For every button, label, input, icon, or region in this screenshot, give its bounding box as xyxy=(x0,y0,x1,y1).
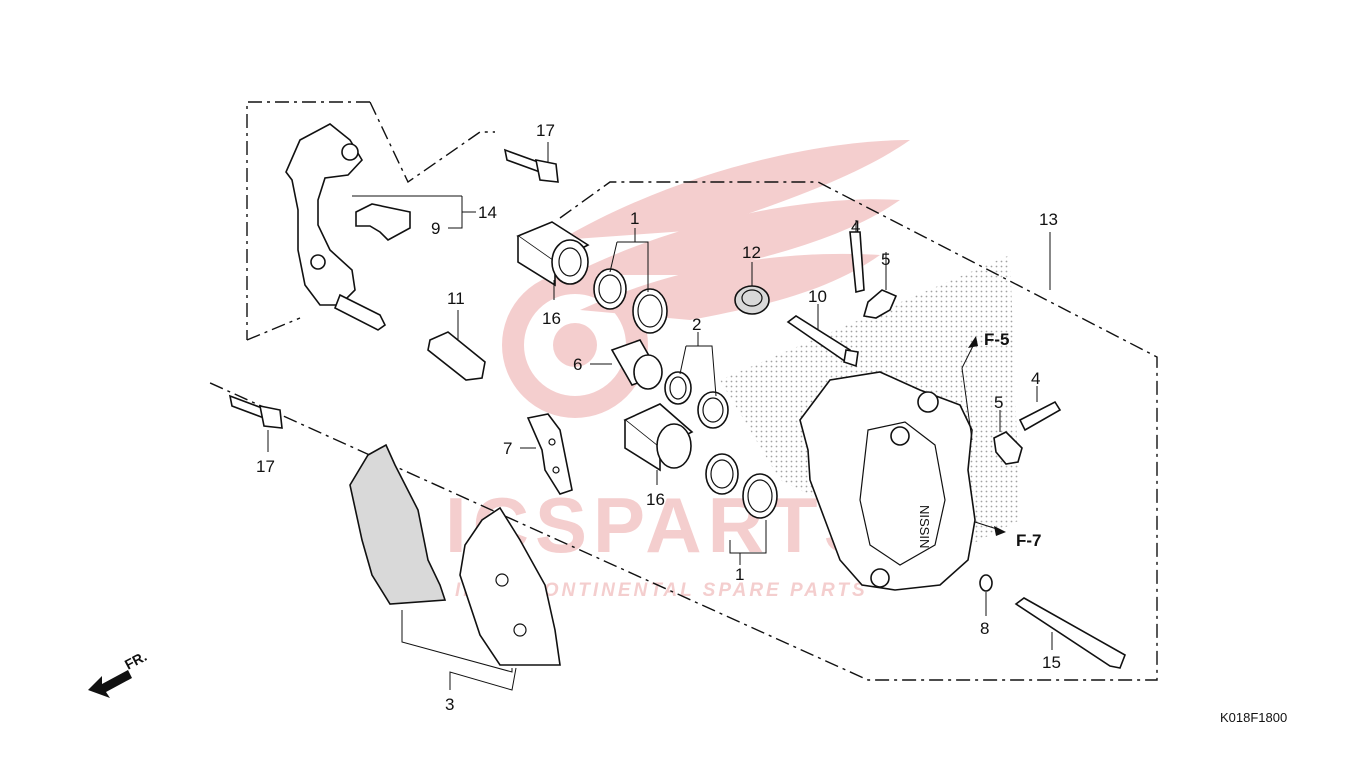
callout-4-top: 4 xyxy=(851,217,860,236)
callout-16-bottom: 16 xyxy=(646,490,665,509)
callout-9: 9 xyxy=(431,219,440,238)
callout-16-top: 16 xyxy=(542,309,561,328)
caliper-bracket xyxy=(285,123,387,331)
flange-bolt-top xyxy=(503,148,559,183)
flange-bolt-bottom xyxy=(228,394,283,429)
callout-11: 11 xyxy=(447,289,465,308)
dust-seal-lower xyxy=(742,473,778,519)
caliper-assembly-outline xyxy=(207,181,1158,681)
callout-5-top: 5 xyxy=(881,250,890,269)
piston-small xyxy=(610,339,663,390)
piston-seal-small xyxy=(664,371,692,405)
watermark-tagline: INTERCONTINENTAL SPARE PARTS xyxy=(455,580,868,601)
callout-4-right: 4 xyxy=(1031,369,1040,388)
piston-seal-ring xyxy=(593,268,627,310)
arrow-f7 xyxy=(994,526,1006,536)
callout-1-top: 1 xyxy=(630,209,639,228)
callout-17-top: 17 xyxy=(536,121,555,140)
callout-13: 13 xyxy=(1039,210,1058,229)
callout-17-bottom: 17 xyxy=(256,457,275,476)
pad-spring xyxy=(526,413,573,495)
callout-1-bottom: 1 xyxy=(735,565,744,584)
washer xyxy=(979,574,993,592)
piston-large-upper xyxy=(516,221,590,287)
front-label: FR. xyxy=(122,648,149,673)
dust-seal-small xyxy=(697,391,729,429)
piston-seal-lower xyxy=(705,453,739,495)
front-arrow-icon xyxy=(88,670,132,698)
bleeder-screw-top xyxy=(849,231,865,294)
bleeder-screw-right xyxy=(1018,400,1062,432)
reference-f5: F-5 xyxy=(984,330,1010,349)
callout-14: 14 xyxy=(478,203,497,222)
front-direction-indicator: FR. xyxy=(88,648,149,698)
bracket-to-pad-line xyxy=(246,317,301,341)
arrow-f5 xyxy=(968,336,978,348)
slide-pin xyxy=(786,315,859,368)
bracket-pin xyxy=(427,331,486,381)
callout-6: 6 xyxy=(573,355,582,374)
reference-f7: F-7 xyxy=(1016,531,1042,550)
watermark: ICSPARTS INTERCONTINENTAL SPARE PARTS xyxy=(445,140,910,601)
callout-2: 2 xyxy=(692,315,701,334)
brake-pad-rear xyxy=(459,506,561,666)
dust-seal-ring xyxy=(632,288,668,334)
callout-10: 10 xyxy=(808,287,827,306)
piston-large-lower xyxy=(623,403,694,472)
caliper-body: NISSIN xyxy=(799,371,976,591)
bracket-assembly-line-diagonal xyxy=(369,101,495,184)
pin-boot-cap xyxy=(734,285,770,315)
bracket-assembly-outline xyxy=(246,101,370,340)
callout-3: 3 xyxy=(445,695,454,714)
callout-15: 15 xyxy=(1042,653,1061,672)
watermark-wing-logo xyxy=(502,140,910,418)
bleeder-cap-right xyxy=(993,431,1023,465)
brake-pad-front xyxy=(349,443,447,605)
callout-5-right: 5 xyxy=(994,393,1003,412)
callout-12: 12 xyxy=(742,243,761,262)
caliper-brand-mark: NISSIN xyxy=(917,505,932,548)
diagram-code: K018F1800 xyxy=(1220,710,1287,725)
callout-7: 7 xyxy=(503,439,512,458)
callout-8: 8 xyxy=(980,619,989,638)
pad-retainer-clip xyxy=(355,203,411,241)
caliper-slide-bolt xyxy=(1014,597,1126,669)
bleeder-cap-top xyxy=(862,289,898,319)
